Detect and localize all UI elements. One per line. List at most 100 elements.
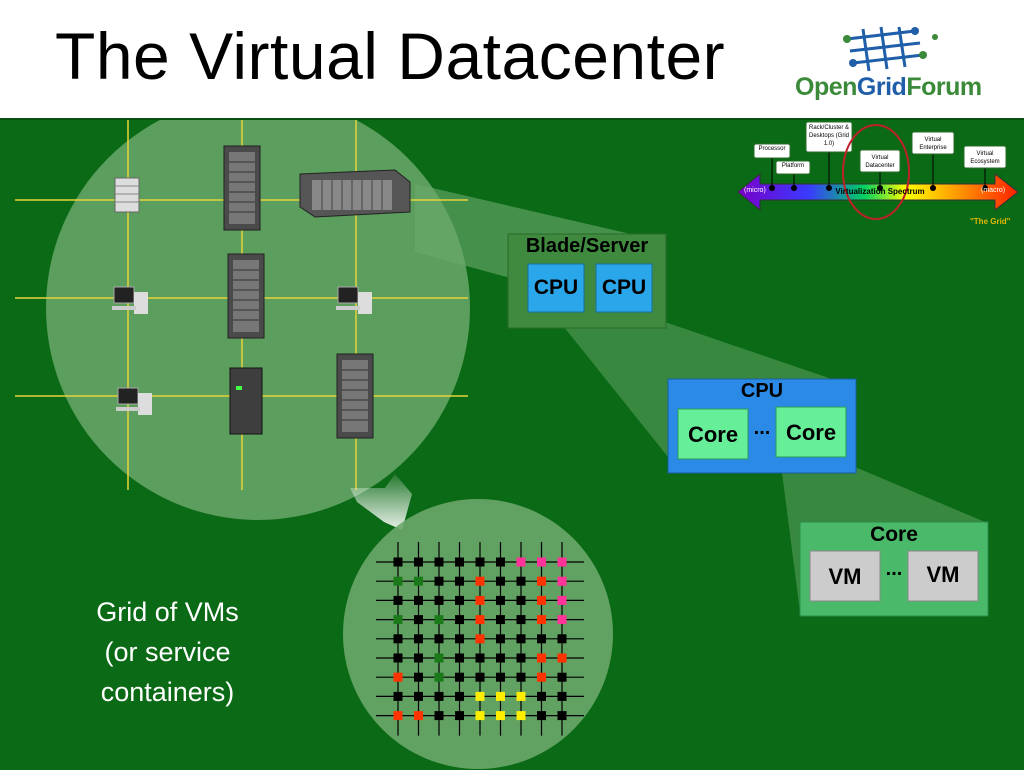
stage-processor-label: Processor — [758, 146, 786, 152]
blade-server-title: Blade/Server — [525, 235, 649, 257]
blade-cpu-1 — [527, 263, 585, 313]
vm-node — [537, 615, 546, 625]
vm-node — [496, 557, 505, 567]
vm-node — [537, 557, 546, 567]
vm-node — [516, 711, 526, 721]
logo-text-grid: Grid — [856, 73, 907, 101]
vm-node — [537, 576, 546, 586]
blade-cpu-2-label: CPU — [601, 276, 647, 299]
vm-node — [434, 576, 444, 586]
vm-node — [557, 691, 567, 701]
vm-grid-circle — [343, 499, 613, 769]
blade-chassis-icon — [299, 169, 411, 218]
core-vm-1 — [809, 550, 881, 602]
vm-node — [475, 653, 485, 663]
vm-node — [455, 711, 464, 721]
vm-node — [537, 634, 546, 644]
vm-node — [393, 672, 403, 682]
server-tower-icon — [227, 253, 265, 339]
vm-node — [414, 672, 423, 682]
vm-node — [557, 576, 567, 586]
diagram-svg — [15, 120, 1019, 769]
vm-node — [455, 615, 464, 625]
vm-node — [496, 595, 505, 605]
vm-node — [393, 711, 403, 721]
vm-node — [393, 576, 403, 586]
server-tower-icon — [336, 353, 374, 439]
grid-logo-icon — [843, 26, 938, 72]
vm-node — [557, 557, 567, 567]
vm-node — [516, 557, 526, 567]
vm-node — [414, 615, 423, 625]
vm-node — [496, 653, 505, 663]
desktop-computer-icon — [112, 286, 148, 314]
vm-node — [516, 672, 526, 682]
cpu-box-title: CPU — [740, 380, 784, 402]
vm-node — [537, 595, 546, 605]
vm-node — [557, 653, 567, 663]
vm-node — [434, 691, 444, 701]
vm-node — [537, 672, 546, 682]
vm-node — [496, 672, 505, 682]
vm-node — [414, 634, 423, 644]
vm-node — [414, 557, 423, 567]
vm-node — [434, 634, 444, 644]
vm-node — [393, 595, 403, 605]
vm-node — [516, 691, 526, 701]
core-vm-1-label: VM — [828, 564, 862, 589]
core-box-ellipsis: ... — [885, 558, 903, 580]
logo-text-open: Open — [795, 73, 857, 101]
vm-grid — [376, 542, 584, 736]
stage-platform-label: Platform — [781, 163, 805, 169]
caption-line-2: (or service — [104, 637, 231, 667]
vm-node — [455, 576, 464, 586]
vm-node — [475, 595, 485, 605]
vm-node — [455, 634, 464, 644]
vm-node — [537, 653, 546, 663]
core-vm-2 — [907, 550, 979, 602]
storage-rack-icon — [114, 177, 140, 213]
vm-node — [434, 653, 444, 663]
vm-node — [434, 711, 444, 721]
the-grid-note: "The Grid" — [970, 217, 1011, 226]
vm-node — [475, 691, 485, 701]
vm-node — [455, 672, 464, 682]
vm-node — [475, 576, 485, 586]
caption-line-3: containers) — [100, 677, 235, 707]
vm-node — [414, 576, 423, 586]
vm-node — [414, 691, 423, 701]
grid-of-vms-caption: Grid of VMs (or service containers) — [60, 592, 275, 712]
spectrum-macro-label: (macro) — [981, 187, 1006, 194]
vm-node — [475, 634, 485, 644]
cpu-box-ellipsis: ... — [753, 417, 771, 439]
down-arrow-icon — [350, 474, 412, 530]
vm-node — [393, 634, 403, 644]
vm-node — [434, 615, 444, 625]
stage-virtual-datacenter-label: Virtual Datacenter — [865, 155, 895, 169]
vm-node — [516, 595, 526, 605]
vm-node — [393, 557, 403, 567]
vm-node — [434, 672, 444, 682]
vm-node — [414, 653, 423, 663]
desktop-computer-icon — [116, 387, 152, 415]
vm-node — [393, 615, 403, 625]
diagram-stage: Blade/Server CPU CPU CPU Core ... Core C… — [0, 118, 1024, 770]
vm-node — [496, 576, 505, 586]
cpu-core-2-label: Core — [785, 420, 837, 445]
vm-node — [455, 595, 464, 605]
vm-node — [557, 711, 567, 721]
spectrum-center-label: Virtualization Spectrum — [835, 187, 925, 196]
server-tower-icon — [223, 145, 261, 231]
stage-rack-cluster-label: Rack/Cluster & Desktops (Grid 1.0) — [808, 125, 849, 147]
core-vm-2-label: VM — [926, 562, 960, 587]
blade-cpu-1-label: CPU — [533, 276, 579, 299]
desktop-computer-icon — [336, 286, 372, 314]
vm-node — [393, 691, 403, 701]
vm-node — [475, 615, 485, 625]
core-box-title: Core — [870, 523, 918, 546]
cpu-core-1-label: Core — [687, 422, 739, 447]
vm-node — [496, 691, 505, 701]
vm-node — [557, 595, 567, 605]
highlight-ring — [842, 124, 910, 220]
vm-node — [557, 634, 567, 644]
